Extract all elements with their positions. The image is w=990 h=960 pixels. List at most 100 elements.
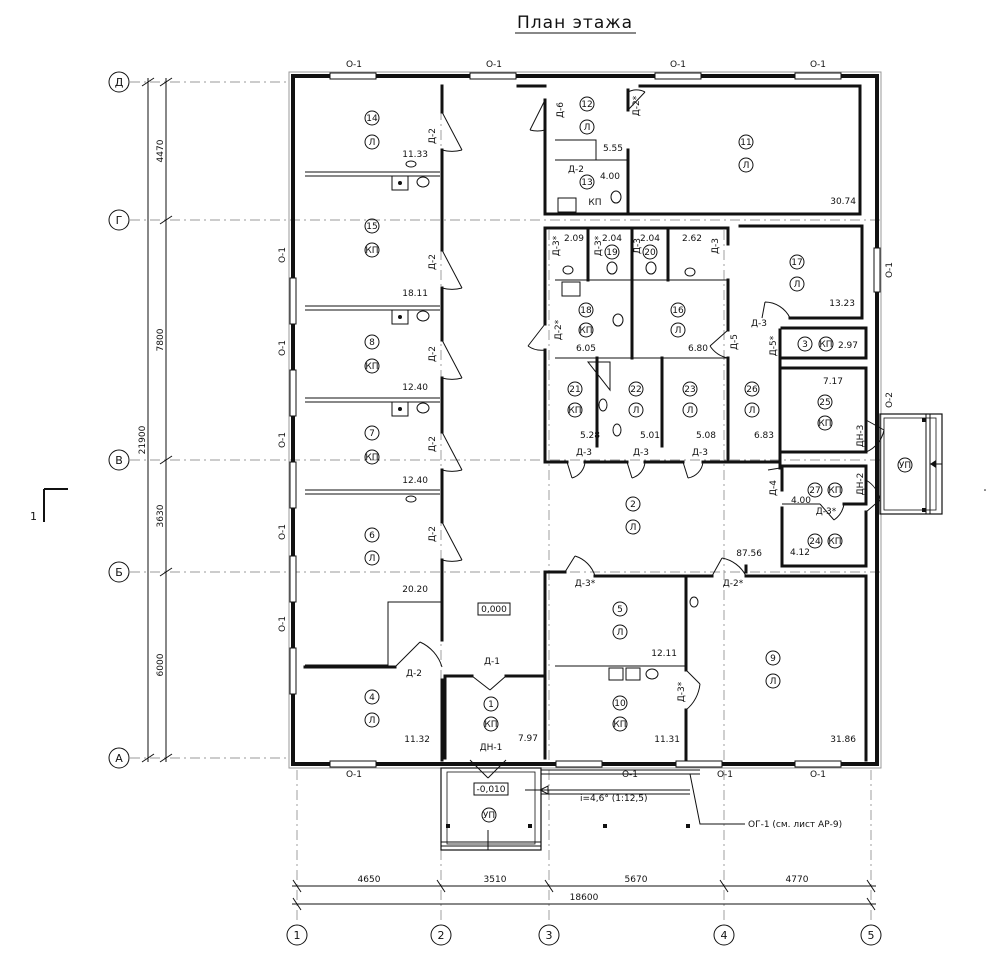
svg-text:12.40: 12.40 [402, 383, 428, 393]
svg-text:7.17: 7.17 [823, 377, 843, 387]
svg-text:6.80: 6.80 [688, 344, 708, 354]
svg-text:4.00: 4.00 [791, 496, 811, 506]
svg-text:О-1: О-1 [278, 432, 288, 448]
svg-text:Л: Л [770, 677, 777, 687]
svg-text:5.08: 5.08 [696, 431, 716, 441]
svg-text:О-1: О-1 [278, 524, 288, 540]
room-8: 8 КП 12.40 [364, 334, 428, 393]
svg-text:Д-3*: Д-3* [552, 235, 562, 256]
svg-text:Д-3: Д-3 [633, 238, 643, 254]
svg-text:Л: Л [687, 406, 694, 416]
room-25: 25 КП 7.17 [817, 377, 843, 431]
svg-text:18: 18 [580, 306, 592, 316]
svg-text:2: 2 [438, 929, 445, 942]
windows [289, 72, 881, 768]
south-porch [440, 767, 710, 851]
svg-text:КП: КП [588, 198, 601, 208]
svg-text:КП: КП [613, 720, 626, 730]
svg-text:24: 24 [809, 537, 821, 547]
room-14: 14 Л 11.33 [364, 110, 428, 160]
svg-text:О-1: О-1 [346, 60, 362, 70]
room-22: 22 Л 5.01 [628, 381, 660, 441]
svg-text:0,000: 0,000 [481, 605, 507, 615]
svg-text:Д-3*: Д-3* [816, 507, 837, 517]
room-12: 12 Л 5.55 [579, 96, 623, 154]
svg-text:Л: Л [369, 716, 376, 726]
svg-text:КП: КП [568, 406, 581, 416]
svg-text:Г: Г [116, 214, 123, 227]
svg-text:КП: КП [819, 340, 832, 350]
fixtures [391, 160, 699, 681]
svg-text:Л: Л [743, 161, 750, 171]
room-23: 23 Л 5.08 [682, 381, 716, 441]
svg-text:1: 1 [30, 510, 37, 523]
svg-text:О-1: О-1 [885, 262, 895, 278]
svg-text:КП: КП [828, 537, 841, 547]
svg-text:ДН-3: ДН-3 [856, 425, 866, 448]
svg-text:6: 6 [369, 531, 375, 541]
svg-text:Л: Л [633, 406, 640, 416]
east-porch [879, 413, 943, 515]
svg-text:Б: Б [115, 566, 123, 579]
svg-text:Д-3: Д-3 [576, 448, 592, 458]
svg-text:5: 5 [617, 605, 623, 615]
room-21: 21 КП 5.28 [567, 381, 600, 441]
svg-text:Д-3*: Д-3* [594, 235, 604, 256]
room-15: 15 КП 18.11 [364, 218, 428, 299]
svg-text:13: 13 [581, 178, 592, 188]
plan-title: План этажа [517, 13, 633, 33]
svg-text:20.20: 20.20 [402, 585, 428, 595]
svg-text:i=4,6° (1:12,5): i=4,6° (1:12,5) [580, 794, 648, 804]
svg-text:7: 7 [369, 429, 375, 439]
svg-text:18600: 18600 [570, 893, 599, 903]
svg-text:Д-6: Д-6 [556, 102, 566, 118]
svg-text:Л: Л [369, 138, 376, 148]
svg-text:1: 1 [488, 700, 494, 710]
svg-text:КП: КП [579, 326, 592, 336]
room-4: 4 Л 11.32 [364, 689, 430, 745]
svg-text:В: В [115, 454, 123, 467]
svg-text:12.40: 12.40 [402, 476, 428, 486]
svg-text:Д-3: Д-3 [711, 238, 721, 254]
svg-text:Д-2*: Д-2* [554, 319, 564, 340]
svg-text:КП: КП [365, 362, 378, 372]
axis-numbers: 1 2 3 4 5 [286, 924, 882, 946]
svg-text:Л: Л [794, 280, 801, 290]
section-mark: 1 [30, 488, 986, 523]
svg-text:Д-2: Д-2 [428, 128, 438, 144]
svg-text:КП: КП [365, 246, 378, 256]
svg-text:30.74: 30.74 [830, 197, 856, 207]
svg-text:6.83: 6.83 [754, 431, 774, 441]
room-20: 20 2.04 [640, 234, 660, 260]
svg-text:О-1: О-1 [622, 770, 638, 780]
svg-text:16: 16 [672, 306, 684, 316]
dimensions-bottom: 4650 3510 5670 4770 18600 [292, 875, 876, 911]
svg-text:Л: Л [369, 554, 376, 564]
svg-text:22: 22 [630, 385, 641, 395]
svg-text:9: 9 [770, 654, 776, 664]
svg-text:17: 17 [791, 258, 802, 268]
svg-text:12.11: 12.11 [651, 649, 677, 659]
svg-text:4770: 4770 [786, 875, 809, 885]
svg-text:6000: 6000 [156, 653, 166, 676]
svg-text:2.97: 2.97 [838, 341, 858, 351]
svg-text:О-1: О-1 [278, 247, 288, 263]
svg-text:Д-3: Д-3 [751, 319, 767, 329]
room-16: 16 Л 6.80 [670, 302, 708, 354]
svg-text:2: 2 [630, 500, 636, 510]
svg-text:Д: Д [115, 76, 124, 89]
area-wc-right: 2.62 [682, 234, 702, 244]
interior-walls [303, 84, 868, 762]
svg-text:4: 4 [369, 693, 375, 703]
svg-text:19: 19 [606, 248, 618, 258]
svg-text:УП: УП [483, 811, 495, 821]
svg-text:Д-2*: Д-2* [632, 95, 642, 116]
svg-text:О-1: О-1 [810, 60, 826, 70]
svg-text:26: 26 [746, 385, 758, 395]
svg-text:5670: 5670 [625, 875, 648, 885]
svg-text:21900: 21900 [138, 425, 148, 454]
svg-text:КП: КП [484, 720, 497, 730]
svg-text:3510: 3510 [484, 875, 507, 885]
room-24: 24 КП 4.12 [790, 533, 843, 558]
